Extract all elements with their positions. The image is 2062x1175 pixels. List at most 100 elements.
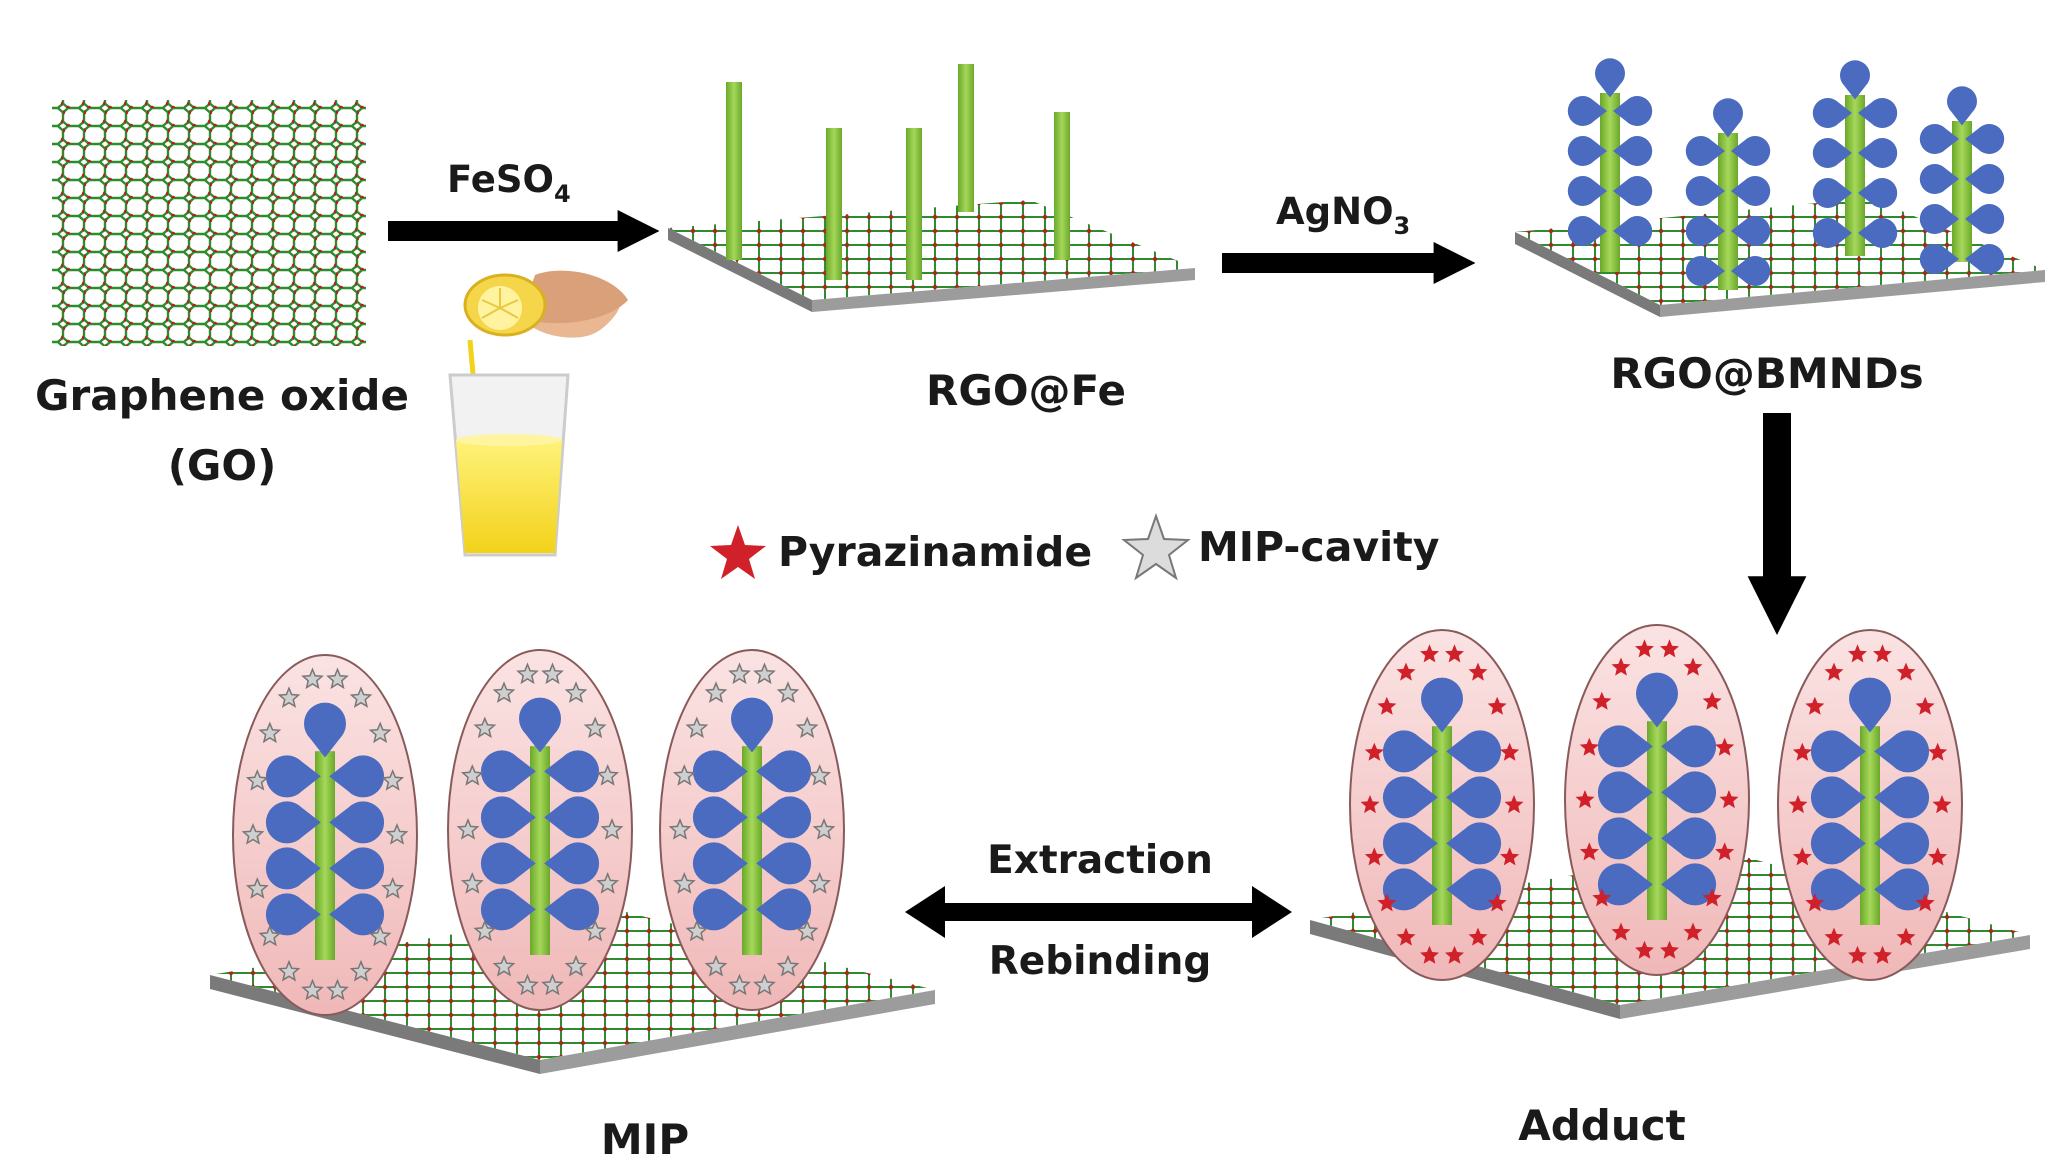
silver-bulb (1731, 256, 1771, 286)
pyrazinamide-star (1579, 737, 1599, 756)
reagent-agno3-sub: 3 (1394, 212, 1411, 240)
silver-bulb (1567, 136, 1607, 166)
silver-bulb (1595, 58, 1625, 98)
pyrazinamide-star (1824, 662, 1844, 681)
pyrazinamide-star (1848, 945, 1867, 964)
silver-bulb (1849, 677, 1891, 733)
pyrazinamide-star (1420, 644, 1439, 663)
silver-bulb (329, 801, 385, 844)
silver-bulb (756, 888, 812, 931)
pyrazinamide-star (1896, 662, 1916, 681)
pyrazinamide-star (1500, 847, 1520, 866)
cavity-star (776, 681, 800, 703)
cavity-star (277, 959, 301, 982)
pyrazinamide-star (1896, 927, 1916, 946)
silver-bulb (1382, 868, 1438, 911)
silver-bulb (265, 847, 321, 890)
nanorod (742, 746, 762, 955)
label-graphene-oxide: Graphene oxide (35, 371, 409, 420)
nanorod (1952, 121, 1972, 262)
mip-cavity-star-icon (1121, 512, 1191, 581)
pyrazinamide-star (1377, 696, 1397, 715)
pyrazinamide-star (1635, 639, 1654, 658)
silver-bulb (329, 755, 385, 798)
cavity-star (753, 662, 776, 685)
silver-bulb (1731, 216, 1771, 246)
cavity-star (600, 818, 624, 840)
cavity-star (516, 662, 539, 685)
nanorod (1845, 95, 1865, 256)
silver-bulb (544, 750, 600, 793)
cavity-star (349, 686, 373, 708)
rgo-fe-sheet (668, 200, 1195, 312)
pyrazinamide-star (1915, 893, 1935, 912)
cavity-star (245, 769, 269, 791)
nanorod (315, 751, 335, 960)
silver-bulb (1812, 138, 1852, 168)
silver-bulb (304, 702, 346, 758)
silver-bulb (544, 796, 600, 839)
cavity-star (672, 872, 696, 894)
pyrazinamide-star (1611, 922, 1631, 941)
arrow-head-left (905, 886, 945, 938)
pyrazinamide-star (1468, 927, 1488, 946)
pyrazinamide-star (1592, 691, 1612, 710)
silver-bulb (1919, 204, 1959, 234)
legend-pyrazinamide: Pyrazinamide (778, 528, 1092, 576)
silver-bulb (519, 697, 561, 753)
silver-bulb (1382, 730, 1438, 773)
juice-glass-icon (448, 339, 570, 557)
cavity-star (492, 954, 516, 977)
silver-bulb (480, 888, 536, 931)
label-mip: MIP (601, 1115, 689, 1164)
cavity-star (583, 919, 607, 942)
silver-bulb (1810, 776, 1866, 819)
pyrazinamide-star (1364, 847, 1384, 866)
silver-bulb (1661, 817, 1717, 860)
cavity-star (473, 919, 497, 942)
nanorod (530, 746, 550, 955)
silver-bulb (329, 893, 385, 936)
pyrazinamide-star (1805, 696, 1825, 715)
silver-bulb (1858, 218, 1898, 248)
pyrazinamide-star (1824, 927, 1844, 946)
silver-bulb (1567, 216, 1607, 246)
silver-bulb (1685, 216, 1725, 246)
cavity-star (368, 721, 392, 744)
rgo-fe-rods (726, 64, 1070, 280)
nanorod (1647, 721, 1667, 920)
silver-bulb (544, 842, 600, 885)
silver-bulb (1731, 176, 1771, 206)
silver-bulb (1919, 164, 1959, 195)
silver-bulb (1613, 176, 1653, 206)
silver-bulb (1446, 868, 1502, 911)
silver-bulb (1965, 124, 2005, 154)
cavity-star (541, 973, 564, 996)
cavity-star (596, 872, 620, 894)
silver-bulb (1810, 868, 1866, 911)
svg-text:AgNO3: AgNO3 (1276, 190, 1410, 240)
pyrazinamide-star (1579, 842, 1599, 861)
silver-bulb (1661, 771, 1717, 814)
cavity-star (541, 662, 564, 685)
pyrazinamide-star (1396, 927, 1416, 946)
silver-bulb (1613, 136, 1653, 166)
silver-bulb (1812, 178, 1852, 208)
silver-bulb (1858, 178, 1898, 208)
pyrazinamide-star (1396, 662, 1416, 681)
pyrazinamide-star (1487, 696, 1507, 715)
label-rgo-bmnds: RGO@BMNDs (1610, 349, 1923, 398)
label-extraction: Extraction (987, 838, 1213, 883)
cavity-star (460, 872, 484, 894)
cavity-star (326, 978, 349, 1001)
silver-bulb (692, 750, 748, 793)
cavity-star (583, 716, 607, 739)
label-adduct: Adduct (1518, 1101, 1686, 1150)
cavity-star (808, 872, 832, 894)
pyrazinamide-star (1928, 742, 1948, 761)
pyrazinamide-star (1788, 795, 1808, 814)
nanorod (1600, 93, 1620, 272)
silver-bulb (1613, 216, 1653, 246)
cavity-star (460, 764, 484, 786)
